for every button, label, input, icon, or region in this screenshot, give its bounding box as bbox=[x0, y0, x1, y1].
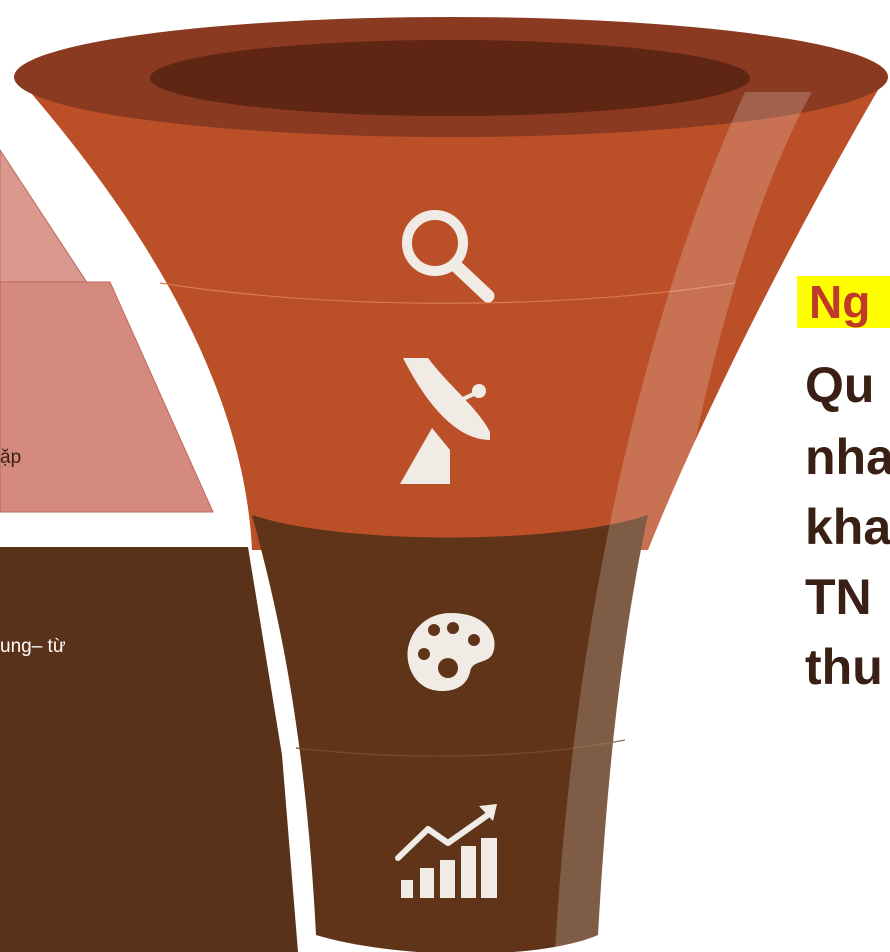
left-tier-4 bbox=[0, 755, 298, 952]
section-heading: Ng bbox=[797, 276, 890, 328]
funnel-seam-1 bbox=[159, 282, 736, 304]
left-tier-2 bbox=[0, 281, 214, 513]
body-text-line-2: nha bbox=[805, 429, 890, 485]
left-tier-3 bbox=[0, 547, 282, 755]
funnel-seam-2 bbox=[295, 739, 626, 757]
left-tier-2-label: ặp bbox=[0, 447, 22, 468]
funnel-lower-body bbox=[252, 515, 648, 952]
body-text-line-1: Qu bbox=[805, 357, 875, 413]
search-icon bbox=[402, 210, 495, 303]
palette-icon bbox=[407, 613, 495, 692]
satellite-dish-icon bbox=[400, 358, 490, 484]
growth-chart-icon bbox=[395, 804, 497, 898]
funnel-highlight bbox=[555, 92, 812, 952]
funnel-upper-body bbox=[18, 78, 885, 550]
left-pyramid bbox=[0, 149, 298, 952]
body-text-line-3: kha bbox=[805, 499, 890, 555]
body-text-line-5: thu bbox=[805, 639, 883, 695]
body-text-line-4: TN bbox=[805, 569, 872, 625]
left-tier-3-label: ung– từ bbox=[0, 636, 66, 657]
funnel-opening bbox=[150, 40, 750, 116]
funnel bbox=[14, 17, 888, 952]
